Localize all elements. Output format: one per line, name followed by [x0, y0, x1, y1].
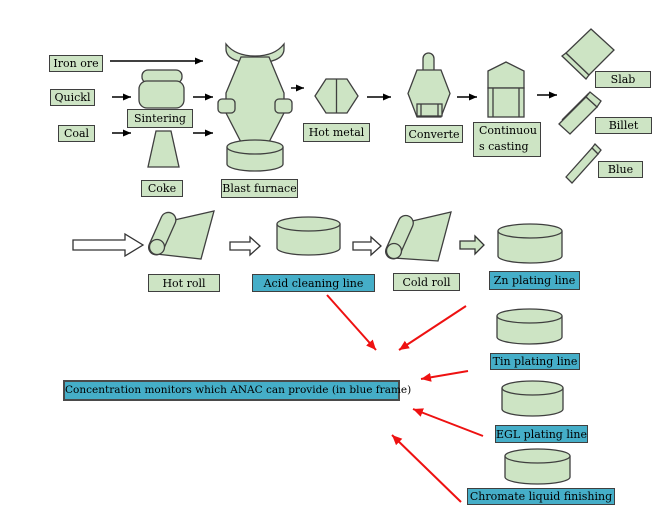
- hot-roll-coil-shape: [148, 210, 215, 260]
- red-pointer-arrows: [326, 294, 484, 503]
- anac-note-box: Concentration monitors which ANAC can pr…: [63, 380, 411, 401]
- label-converter: Converte: [405, 125, 463, 143]
- cold-roll-coil-shape: [385, 211, 452, 262]
- label-bloom: Blue: [598, 161, 643, 178]
- converter-shape: [407, 52, 451, 118]
- label-continuous-casting: Continuou s casting: [473, 122, 541, 157]
- label-sintering: Sintering: [127, 109, 193, 128]
- label-slab: Slab: [595, 71, 651, 88]
- coke-shape: [147, 130, 180, 168]
- label-acid-cleaning-line: Acid cleaning line: [252, 274, 375, 292]
- label-billet: Billet: [595, 117, 652, 134]
- label-coal: Coal: [58, 125, 95, 142]
- hot-metal-shape: [314, 78, 359, 114]
- green-flow-arrow: [459, 234, 485, 256]
- egl-plating-tank-shape: [501, 380, 564, 417]
- process-flow-arrows: [72, 232, 485, 258]
- sintering-machine-shape: [138, 69, 185, 109]
- label-continuous-casting-line2: s casting: [479, 140, 529, 153]
- label-chromate-finishing: Chromate liquid finishing: [467, 488, 615, 505]
- tin-plating-tank-shape: [496, 308, 563, 345]
- chromate-tank-shape: [504, 448, 571, 485]
- label-hot-metal: Hot metal: [303, 123, 370, 142]
- blast-furnace-shape: [217, 42, 293, 172]
- label-continuous-casting-line1: Continuou: [479, 124, 537, 137]
- continuous-casting-shape: [487, 61, 525, 118]
- label-quicklime: Quickl: [50, 89, 95, 106]
- slab-shape: [560, 28, 615, 80]
- label-hot-roll: Hot roll: [148, 274, 220, 292]
- label-egl-plating-line: EGL plating line: [495, 425, 588, 443]
- acid-cleaning-tank-shape: [276, 216, 341, 256]
- label-iron-ore: Iron ore: [49, 55, 103, 72]
- label-cold-roll: Cold roll: [393, 273, 460, 291]
- label-zn-plating-line: Zn plating line: [489, 271, 580, 290]
- label-tin-plating-line: Tin plating line: [490, 353, 580, 370]
- label-blast-furnace: Blast furnace: [221, 179, 298, 198]
- billet-shape: [558, 91, 602, 135]
- zn-plating-tank-shape: [497, 223, 563, 264]
- label-coke: Coke: [141, 180, 183, 197]
- flow-arrows: [110, 57, 557, 137]
- bloom-shape: [565, 143, 602, 184]
